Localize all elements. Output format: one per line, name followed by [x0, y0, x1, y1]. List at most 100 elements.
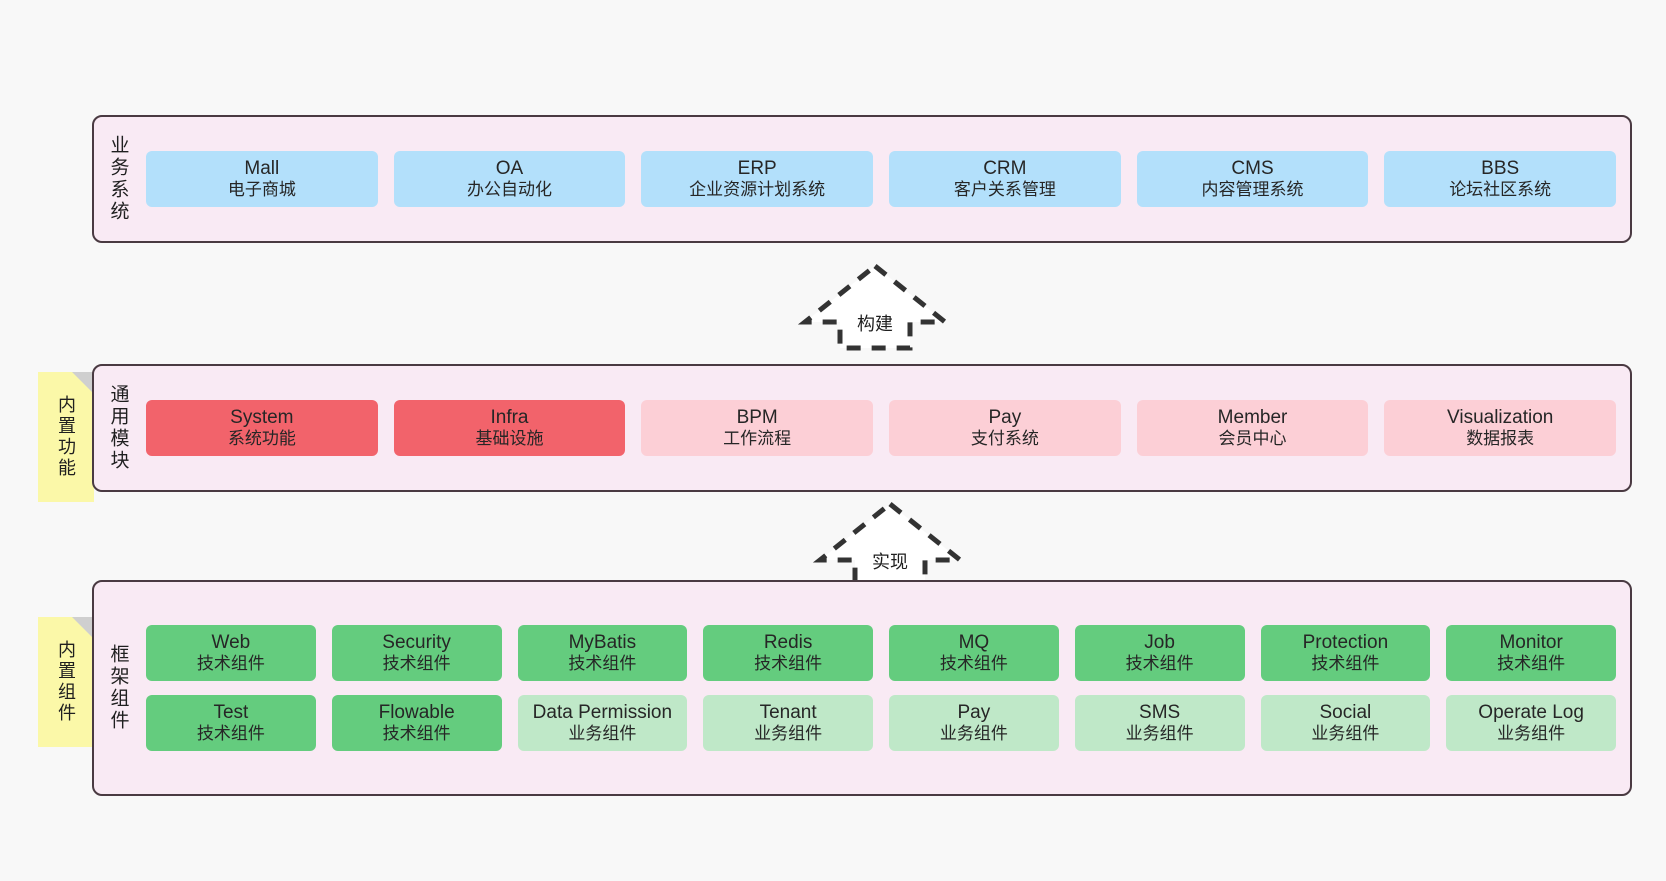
node-test[interactable]: Test 技术组件 — [146, 695, 316, 751]
node-subtitle: 客户关系管理 — [953, 180, 1056, 200]
node-title: BPM — [736, 407, 778, 429]
node-title: System — [230, 407, 294, 429]
node-title: MyBatis — [568, 632, 637, 654]
node-tenant[interactable]: Tenant 业务组件 — [703, 695, 873, 751]
node-title: MQ — [958, 632, 990, 654]
node-title: Social — [1319, 702, 1372, 723]
node-subtitle: 论坛社区系统 — [1449, 180, 1552, 200]
node-title: Operate Log — [1478, 702, 1584, 723]
node-title: CRM — [983, 158, 1027, 180]
connector-implement-label: 实现 — [872, 552, 908, 572]
node-job[interactable]: Job 技术组件 — [1074, 625, 1245, 681]
layer-common-modules: 通用模块 System 系统功能 Infra 基础设施 BPM 工作流程 Pay… — [92, 364, 1632, 492]
node-infra[interactable]: Infra 基础设施 — [393, 400, 626, 456]
node-bbs[interactable]: BBS 论坛社区系统 — [1384, 151, 1617, 207]
note-fold-corner-icon — [72, 372, 94, 394]
node-subtitle: 数据报表 — [1466, 429, 1535, 449]
node-social[interactable]: Social 业务组件 — [1260, 695, 1431, 751]
node-mybatis[interactable]: MyBatis 技术组件 — [517, 625, 688, 681]
row-tech-components: Web 技术组件 Security 技术组件 MyBatis 技术组件 Redi… — [146, 625, 1616, 681]
node-subtitle: 技术组件 — [754, 654, 823, 674]
note-label: 内置组件 — [56, 640, 76, 724]
node-title: Member — [1217, 407, 1288, 429]
node-title: Tenant — [759, 702, 817, 723]
row-common-modules: System 系统功能 Infra 基础设施 BPM 工作流程 Pay 支付系统… — [146, 400, 1617, 456]
node-data-permission[interactable]: Data Permission 业务组件 — [517, 695, 688, 751]
node-subtitle: 业务组件 — [1125, 724, 1194, 744]
connector-build-arrow: 构建 — [797, 262, 953, 351]
node-monitor[interactable]: Monitor 技术组件 — [1446, 625, 1616, 681]
node-title: Pay — [988, 407, 1022, 429]
node-subtitle: 业务组件 — [1311, 724, 1380, 744]
layer-body-framework-components: Web 技术组件 Security 技术组件 MyBatis 技术组件 Redi… — [142, 582, 1630, 794]
node-flowable[interactable]: Flowable 技术组件 — [331, 695, 502, 751]
connector-implement-arrow: 实现 — [812, 500, 968, 589]
node-title: Security — [382, 632, 451, 654]
node-cms[interactable]: CMS 内容管理系统 — [1136, 151, 1369, 207]
node-title: OA — [495, 158, 524, 180]
node-protection[interactable]: Protection 技术组件 — [1260, 625, 1431, 681]
node-operate-log[interactable]: Operate Log 业务组件 — [1446, 695, 1616, 751]
node-title: CMS — [1231, 158, 1274, 180]
node-subtitle: 内容管理系统 — [1201, 180, 1304, 200]
node-title: Test — [213, 702, 249, 723]
node-subtitle: 工作流程 — [723, 429, 792, 449]
node-subtitle: 技术组件 — [382, 654, 451, 674]
node-subtitle: 系统功能 — [227, 429, 296, 449]
note-fold-corner-icon — [72, 617, 94, 639]
node-subtitle: 技术组件 — [939, 654, 1008, 674]
node-title: ERP — [737, 158, 777, 180]
node-title: Monitor — [1499, 632, 1563, 654]
note-label: 内置功能 — [56, 395, 76, 479]
node-title: Infra — [490, 407, 529, 429]
node-subtitle: 办公自动化 — [467, 180, 552, 200]
node-title: Mall — [244, 158, 280, 180]
node-title: Pay — [957, 702, 991, 723]
node-subtitle: 基础设施 — [475, 429, 544, 449]
node-title: SMS — [1139, 702, 1181, 723]
row-business-components: Test 技术组件 Flowable 技术组件 Data Permission … — [146, 695, 1616, 751]
node-subtitle: 技术组件 — [1311, 654, 1380, 674]
node-subtitle: 技术组件 — [196, 724, 265, 744]
node-pay-module[interactable]: Pay 支付系统 — [889, 400, 1121, 456]
node-security[interactable]: Security 技术组件 — [331, 625, 502, 681]
layer-title-common-modules: 通用模块 — [107, 384, 129, 472]
node-redis[interactable]: Redis 技术组件 — [703, 625, 873, 681]
layer-framework-components: 框架组件 Web 技术组件 Security 技术组件 MyBatis 技术组件… — [92, 580, 1632, 796]
node-visualization[interactable]: Visualization 数据报表 — [1384, 400, 1617, 456]
node-mall[interactable]: Mall 电子商城 — [146, 151, 378, 207]
layer-title-business-systems: 业务系统 — [107, 135, 129, 223]
node-pay-component[interactable]: Pay 业务组件 — [889, 695, 1059, 751]
node-subtitle: 企业资源计划系统 — [689, 180, 826, 200]
node-oa[interactable]: OA 办公自动化 — [393, 151, 626, 207]
node-subtitle: 业务组件 — [754, 724, 823, 744]
node-subtitle: 技术组件 — [1497, 654, 1566, 674]
layer-body-common-modules: System 系统功能 Infra 基础设施 BPM 工作流程 Pay 支付系统… — [142, 366, 1630, 490]
layer-body-business-systems: Mall 电子商城 OA 办公自动化 ERP 企业资源计划系统 CRM 客户关系… — [142, 117, 1630, 241]
node-title: Visualization — [1447, 407, 1554, 429]
node-web[interactable]: Web 技术组件 — [146, 625, 316, 681]
node-mq[interactable]: MQ 技术组件 — [889, 625, 1059, 681]
node-title: Redis — [763, 632, 813, 654]
node-title: Data Permission — [532, 702, 673, 723]
layer-business-systems: 业务系统 Mall 电子商城 OA 办公自动化 ERP 企业资源计划系统 CRM… — [92, 115, 1632, 243]
node-subtitle: 技术组件 — [1125, 654, 1194, 674]
node-member[interactable]: Member 会员中心 — [1136, 400, 1369, 456]
node-subtitle: 业务组件 — [939, 724, 1008, 744]
node-subtitle: 支付系统 — [970, 429, 1039, 449]
row-business-systems: Mall 电子商城 OA 办公自动化 ERP 企业资源计划系统 CRM 客户关系… — [146, 151, 1617, 207]
node-bpm[interactable]: BPM 工作流程 — [641, 400, 874, 456]
node-sms[interactable]: SMS 业务组件 — [1074, 695, 1245, 751]
node-subtitle: 技术组件 — [382, 724, 451, 744]
node-subtitle: 会员中心 — [1218, 429, 1287, 449]
node-title: Protection — [1302, 632, 1389, 654]
node-subtitle: 业务组件 — [568, 724, 637, 744]
connector-build-label: 构建 — [857, 314, 893, 334]
node-erp[interactable]: ERP 企业资源计划系统 — [641, 151, 874, 207]
node-subtitle: 技术组件 — [196, 654, 265, 674]
node-crm[interactable]: CRM 客户关系管理 — [889, 151, 1121, 207]
node-subtitle: 业务组件 — [1497, 724, 1566, 744]
node-system[interactable]: System 系统功能 — [146, 400, 378, 456]
node-subtitle: 电子商城 — [227, 180, 296, 200]
